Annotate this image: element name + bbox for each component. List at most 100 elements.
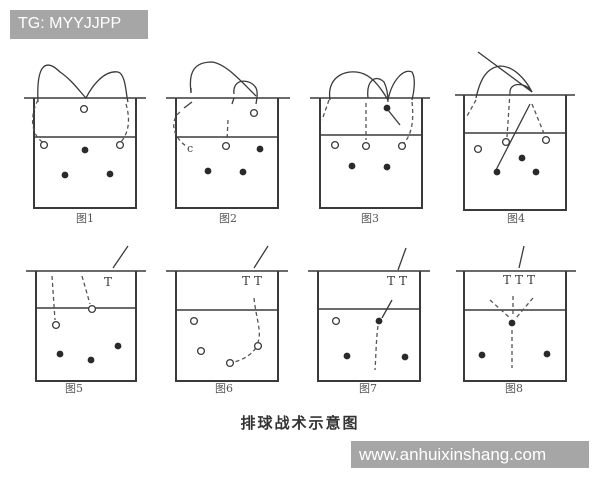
player-open [51,320,61,330]
player-filled [532,168,540,176]
court-outline [463,271,567,382]
ball-path [397,247,407,271]
court-outline [33,98,137,209]
movement-path [321,99,330,121]
player-filled [239,168,247,176]
ball-path [387,70,415,101]
blocker-marker: T [515,273,523,287]
ball-path [233,80,258,105]
movement-path [374,325,379,371]
player-filled [493,168,501,176]
ball-path [183,101,193,109]
figure-label: 图4 [507,212,525,225]
player-open [397,141,407,151]
watermark-top: TG: MYYJJPP [10,10,148,39]
blocker-marker: T [254,274,262,288]
figure-3: 图3 [310,70,430,225]
ball-path [189,61,257,97]
player-filled [87,356,95,364]
court-outline [319,98,423,209]
ball-path [329,71,389,101]
court-outline [175,98,279,209]
player-open [331,316,341,326]
movement-path [32,99,45,144]
player-filled [61,171,69,179]
player-open [196,346,206,356]
court-outline [317,271,421,382]
movement-path [233,347,257,363]
ball-path [518,245,525,269]
player-open [115,140,125,150]
player-open [361,141,371,151]
player-filled [375,317,383,325]
watermark-bottom: www.anhuixinshang.com [351,441,589,468]
blocker-marker: T [527,273,535,287]
movement-path [489,299,511,319]
figure-label: 图1 [76,212,94,225]
player-open [39,140,49,150]
figure-4: 图4 [455,51,575,225]
player-open [501,137,511,147]
player-filled [518,154,526,162]
player-filled [383,163,391,171]
player-open [473,144,483,154]
movement-path [465,99,477,119]
player-filled [383,104,391,112]
blocker-marker: T [387,274,395,288]
blocker-marker: T [242,274,250,288]
player-open [541,135,551,145]
player-filled [256,145,264,153]
figure-label: 图8 [505,382,523,395]
player-open [189,316,199,326]
movement-path [515,297,534,319]
ball-path [231,97,235,105]
player-filled [56,350,64,358]
figure-label: 图3 [361,212,379,225]
player-open [249,108,259,118]
court-outline [463,95,567,211]
player-open [87,304,97,314]
player-filled [114,342,122,350]
player-open [253,341,263,351]
player-filled [508,319,516,327]
player-filled [401,353,409,361]
ball-path [477,51,533,93]
movement-path [506,91,511,138]
figure-label: 图7 [359,382,377,395]
movement-path [81,275,91,305]
ball-path [509,83,533,93]
figure-2: c 图2 [166,61,290,225]
figure-label: 图5 [65,382,83,395]
movement-path [226,119,229,141]
blocker-marker: T [399,274,407,288]
court-outline [175,271,279,382]
player-filled [543,350,551,358]
figure-5: T 图5 [26,245,146,395]
player-filled [478,351,486,359]
player-filled [204,167,212,175]
ball-path [112,245,129,269]
ball-path [475,65,533,99]
movement-path [173,111,187,147]
figure-label: 图6 [215,382,233,395]
blocker-marker: T [503,273,511,287]
movement-path [403,101,414,144]
diagram-title: 排球战术示意图 [240,414,360,432]
ball-path [37,64,129,103]
figure-label: 图2 [219,212,237,225]
player-filled [81,146,89,154]
player-open [225,358,235,368]
ball-path [387,109,401,126]
court-outline [35,271,137,382]
player-marker: c [187,142,193,155]
player-filled [348,162,356,170]
movement-path [119,103,130,144]
blocker-marker: T [104,275,112,289]
player-open [330,140,340,150]
movement-path [253,297,260,343]
player-open [221,141,231,151]
